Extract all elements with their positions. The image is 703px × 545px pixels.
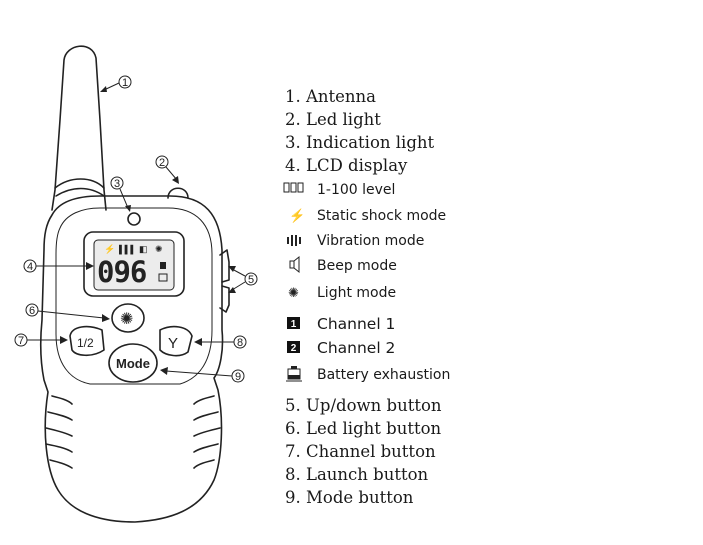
lcd-channel-badge bbox=[160, 262, 166, 269]
legend-battery: Battery exhaustion bbox=[317, 367, 450, 383]
level-digits-icon bbox=[283, 182, 304, 193]
legend-static-shock: Static shock mode bbox=[317, 208, 446, 224]
legend-led-light: 2. Led light bbox=[285, 110, 381, 129]
lcd-lightning-icon: ⚡ bbox=[104, 243, 115, 255]
callout-9: 9 bbox=[235, 371, 241, 383]
callout-8: 8 bbox=[237, 337, 243, 349]
legend-indication-light: 3. Indication light bbox=[285, 133, 435, 152]
launch-button[interactable] bbox=[159, 325, 193, 357]
battery-icon bbox=[286, 366, 302, 382]
legend-mode-button: 9. Mode button bbox=[285, 488, 414, 507]
lcd-vibration-icon: ▌▌▌ bbox=[119, 244, 136, 255]
legend-level: 1-100 level bbox=[317, 182, 395, 198]
legend-launch-button: 8. Launch button bbox=[285, 465, 429, 484]
channel-button[interactable] bbox=[69, 325, 105, 357]
callout-3: 3 bbox=[114, 178, 120, 190]
channel-button-label: 1/2 bbox=[77, 336, 94, 350]
up-button[interactable] bbox=[219, 249, 230, 283]
bulb-icon: ✺ bbox=[288, 285, 299, 300]
mode-button[interactable] bbox=[108, 343, 158, 383]
callouts: 1 2 3 4 5 6 7 8 9 bbox=[14, 75, 258, 383]
legend-channel-2: Channel 2 bbox=[317, 339, 395, 357]
callout-4: 4 bbox=[27, 261, 33, 273]
channel-1-badge bbox=[287, 317, 300, 329]
channel-2-badge bbox=[287, 341, 300, 353]
lcd-battery-icon bbox=[158, 273, 168, 282]
legend-antenna: 1. Antenna bbox=[285, 87, 376, 106]
mode-button-label: Mode bbox=[116, 356, 150, 371]
callout-2: 2 bbox=[159, 157, 165, 169]
lcd-speaker-icon: ◧ bbox=[139, 244, 148, 254]
channel-2-badge-text: 2 bbox=[291, 343, 297, 354]
led-button-bulb-icon: ✺ bbox=[120, 311, 133, 328]
callout-1: 1 bbox=[122, 77, 128, 89]
legend: 1. Antenna 2. Led light 3. Indication li… bbox=[283, 87, 450, 507]
legend-channel-1: Channel 1 bbox=[317, 315, 395, 333]
led-light-button[interactable] bbox=[111, 303, 145, 333]
callout-6: 6 bbox=[29, 305, 35, 317]
device-body bbox=[39, 195, 224, 523]
lcd-value: 096 bbox=[97, 255, 146, 289]
callout-5: 5 bbox=[248, 274, 254, 286]
launch-button-icon: Y bbox=[168, 335, 178, 352]
vibration-icon bbox=[287, 235, 301, 246]
legend-up-down-button: 5. Up/down button bbox=[285, 396, 442, 415]
antenna bbox=[51, 45, 107, 211]
legend-beep: Beep mode bbox=[317, 258, 397, 274]
down-button[interactable] bbox=[219, 285, 230, 313]
legend-vibration: Vibration mode bbox=[317, 233, 424, 249]
channel-1-badge-text: 1 bbox=[291, 319, 297, 330]
callout-7: 7 bbox=[18, 335, 24, 347]
led-light bbox=[167, 187, 189, 199]
legend-led-light-button: 6. Led light button bbox=[285, 419, 442, 438]
lightning-icon: ⚡ bbox=[289, 208, 305, 224]
indication-light bbox=[127, 212, 141, 226]
legend-channel-button: 7. Channel button bbox=[285, 442, 436, 461]
speaker-icon bbox=[289, 255, 300, 274]
legend-light: Light mode bbox=[317, 285, 396, 301]
lcd-bulb-icon: ✺ bbox=[155, 244, 163, 254]
legend-lcd-display: 4. LCD display bbox=[285, 156, 408, 175]
remote-device: ⚡ ▌▌▌ ◧ ✺ 096 ✺ 1/2 Y Mode bbox=[39, 45, 230, 523]
